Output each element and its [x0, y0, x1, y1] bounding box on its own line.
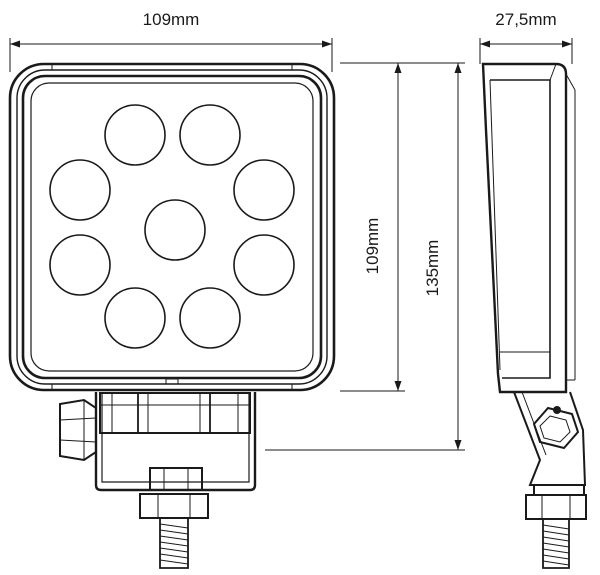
led-bottom-right: [179, 287, 241, 349]
dimension-label-depth-side: 27,5mm: [495, 10, 556, 29]
mounting-bracket-front: [59, 392, 257, 569]
led-upper-right: [233, 159, 295, 221]
led-lower-right: [233, 234, 295, 296]
led-center: [144, 199, 206, 261]
dimension-width-front: 109mm: [9, 10, 333, 72]
led-upper-left: [49, 159, 111, 221]
side-view: [481, 62, 587, 569]
led-top-left: [104, 104, 166, 166]
led-lower-left: [49, 234, 111, 296]
dimension-height-housing: 109mm: [340, 62, 405, 392]
dimension-label-width-front: 109mm: [143, 10, 200, 29]
led-bottom-left: [104, 287, 166, 349]
housing-outline: [8, 62, 336, 392]
led-array: [49, 104, 295, 349]
led-top-right: [179, 104, 241, 166]
front-view: [8, 62, 336, 569]
mounting-bracket-side: [513, 391, 587, 569]
dimension-label-height-total: 135mm: [423, 240, 442, 297]
threaded-bolt-front: [159, 518, 189, 569]
hex-nut-side: [532, 406, 580, 450]
dimension-depth-side: 27,5mm: [479, 10, 573, 64]
adjustment-knob: [59, 398, 97, 462]
dimension-height-total: 135mm: [265, 62, 465, 451]
mounting-nut-front: [139, 467, 209, 519]
dimension-label-height-housing: 109mm: [363, 218, 382, 275]
